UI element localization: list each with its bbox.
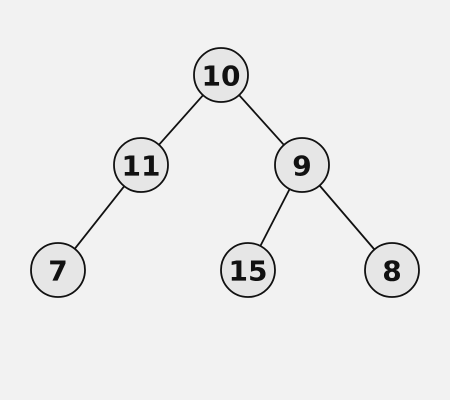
node-label: 15 (229, 255, 268, 288)
tree-node-7: 7 (30, 242, 86, 298)
tree-nodes: 10 11 9 7 15 8 (30, 47, 420, 298)
node-label: 7 (48, 255, 67, 288)
node-label: 11 (122, 150, 161, 183)
tree-node-15: 15 (220, 242, 276, 298)
node-circle (193, 47, 249, 103)
edge-n11-n7 (74, 185, 125, 250)
node-circle (220, 242, 276, 298)
node-label: 9 (292, 150, 311, 183)
edge-n9-n8 (318, 184, 376, 251)
node-circle (274, 137, 330, 193)
tree-node-10: 10 (193, 47, 249, 103)
node-circle (30, 242, 86, 298)
tree-edges (74, 94, 376, 251)
tree-node-8: 8 (364, 242, 420, 298)
edge-n10-n11 (158, 94, 204, 146)
edge-n10-n9 (238, 94, 285, 146)
node-circle (113, 137, 169, 193)
tree-node-11: 11 (113, 137, 169, 193)
tree-node-9: 9 (274, 137, 330, 193)
edge-n9-n15 (259, 188, 291, 247)
node-circle (364, 242, 420, 298)
node-label: 10 (202, 60, 241, 93)
node-label: 8 (382, 255, 401, 288)
